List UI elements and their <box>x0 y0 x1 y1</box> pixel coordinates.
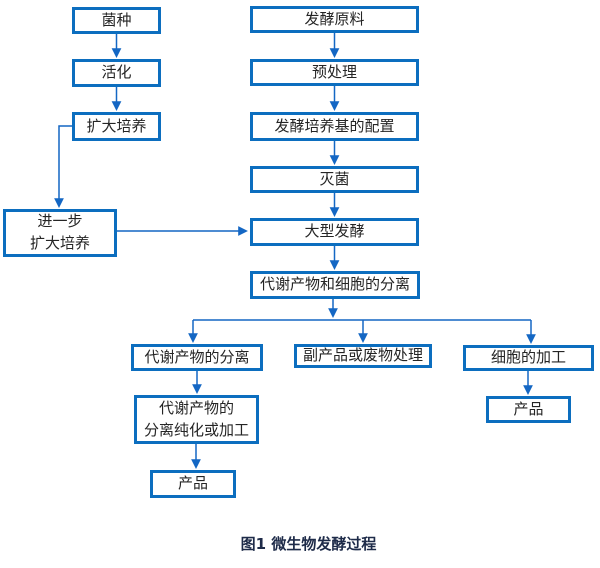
node-byproduct-waste: 副产品或废物处理 <box>294 344 432 368</box>
node-raw-material: 发酵原料 <box>250 6 419 33</box>
node-expand-culture: 扩大培养 <box>72 112 161 141</box>
node-large-fermentation: 大型发酵 <box>250 218 419 246</box>
node-cell-processing: 细胞的加工 <box>463 345 594 371</box>
node-pretreatment: 预处理 <box>250 59 419 86</box>
node-metabolite-cell-separation: 代谢产物和细胞的分离 <box>250 271 420 299</box>
node-strain: 菌种 <box>72 7 161 34</box>
figure-caption: 图1 微生物发酵过程 <box>240 535 377 553</box>
node-purification: 代谢产物的 分离纯化或加工 <box>134 395 259 444</box>
node-sterilization: 灭菌 <box>250 166 419 193</box>
node-metabolite-separation: 代谢产物的分离 <box>131 344 263 371</box>
node-activation: 活化 <box>72 59 161 87</box>
node-medium-preparation: 发酵培养基的配置 <box>250 112 419 141</box>
node-product-left: 产品 <box>150 470 236 498</box>
node-further-expand-culture: 进一步 扩大培养 <box>3 209 117 257</box>
node-product-right: 产品 <box>486 396 571 423</box>
